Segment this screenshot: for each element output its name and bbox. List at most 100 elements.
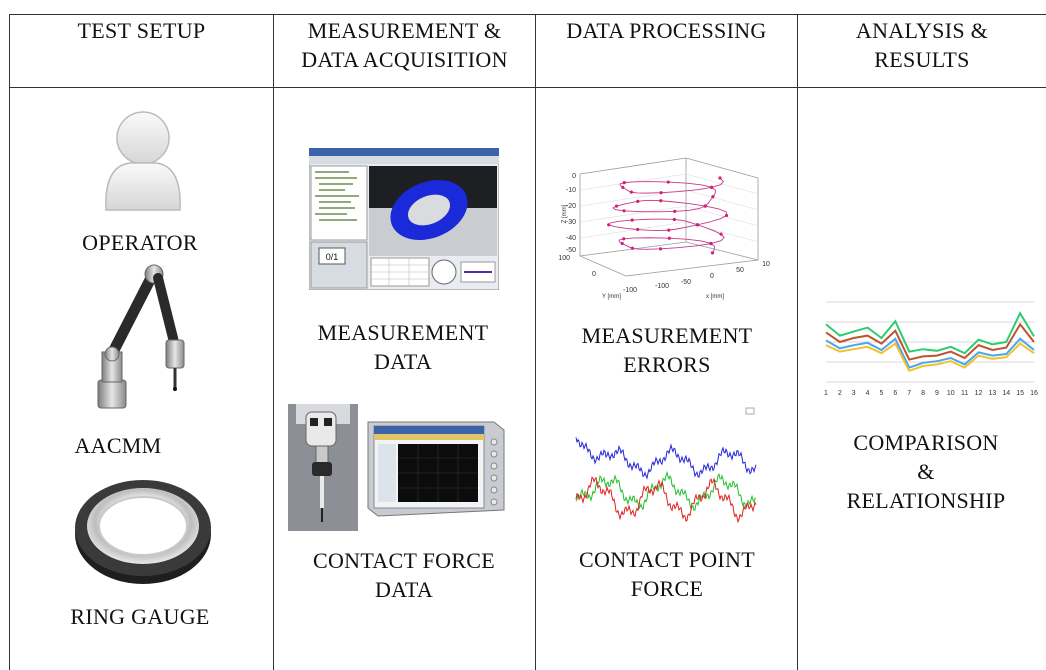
chart-x-tick: 5 [880,390,884,397]
helix-point [659,191,663,195]
x-tick-3: 50 [736,267,744,274]
header-divider [9,87,1046,88]
chart-series-line-1 [825,311,1035,355]
force-trace-red [575,476,757,524]
chart-series-line-3 [825,337,1035,369]
chart-x-tick: 7 [907,390,911,397]
helix-point [724,213,729,218]
operator-label: OPERATOR [40,228,240,257]
z-axis-label: Z [mm] [562,204,568,223]
header-analysis-results: ANALYSIS & RESULTS [798,16,1046,74]
z-tick-0: 0 [572,173,576,180]
helix-error-trace [607,176,729,255]
z-tick-2: -20 [566,203,576,210]
header-data-processing-text: DATA PROCESSING [566,18,767,43]
data-acquisition-device [367,421,505,517]
chart-x-tick: 1 [824,390,828,397]
ring-gauge-label: RING GAUGE [40,602,240,631]
comparison-relationship-label: COMPARISON & RELATIONSHIP [806,428,1046,515]
chart-x-tick: 3 [852,390,856,397]
helix-point [659,199,663,203]
x-axis-label: x [mm] [706,294,724,300]
chart-x-tick: 12 [975,390,983,397]
aacmm-label-text: AACMM [74,433,162,458]
helix-point [630,246,635,250]
helix-point [607,223,611,227]
helix-point [614,204,619,208]
z-tick-4: -40 [566,235,576,242]
chart-x-tick: 8 [921,390,925,397]
helix-point [636,227,640,232]
contact-force-time-plot [575,407,757,524]
z-tick-1: -10 [566,187,576,194]
chart-x-tick: 2 [838,390,842,397]
helix-point [709,241,713,246]
helix-point [636,199,640,203]
helix-point [667,236,671,240]
chart-x-tick: 4 [866,390,870,397]
helix-point [666,180,670,184]
chart-x-tick: 15 [1016,390,1024,397]
helix-point [622,209,626,213]
helix-point [621,185,625,189]
chart-x-tick: 9 [935,390,939,397]
helix-point [658,247,663,251]
measurement-data-label: MEASUREMENT DATA [288,318,518,376]
helix-point [718,176,722,180]
helix-point [672,217,676,222]
force-traces [575,437,757,524]
operator-icon [105,111,181,211]
contact-point-force-line2: FORCE [630,576,704,601]
comparison-line3: RELATIONSHIP [846,488,1006,513]
z-tick-3: -30 [566,219,576,226]
helix-point [703,204,708,208]
y-tick-1: 0 [592,271,596,278]
header-test-setup-text: TEST SETUP [77,18,206,43]
helix-point [673,209,677,213]
helix-point [695,223,699,227]
helix-line [607,177,728,254]
helix-point [622,181,626,185]
force-probe-photo [288,404,358,531]
contact-point-force-label: CONTACT POINT FORCE [548,545,786,603]
measurement-errors-line1: MEASUREMENT [581,323,753,348]
contact-force-line1: CONTACT FORCE [312,548,496,573]
helix-point [710,251,715,255]
header-col4-line1: ANALYSIS & [855,18,989,43]
chart-x-tick: 6 [893,390,897,397]
y-axis-label: Y [mm] [602,294,621,300]
comparison-line1: COMPARISON [853,430,999,455]
chart-x-tick: 13 [989,390,997,397]
header-data-processing: DATA PROCESSING [536,16,797,45]
measurement-errors-label: MEASUREMENT ERRORS [548,321,786,379]
chart-series [825,311,1035,373]
header-measurement-acquisition: MEASUREMENT & DATA ACQUISITION [274,16,535,74]
table-top-border [9,14,1046,15]
comparison-line2: & [917,459,935,484]
chart-x-tick: 14 [1002,390,1010,397]
column-divider-1 [273,14,274,670]
chart-x-tick: 11 [961,390,968,397]
helix-point [622,237,626,241]
z-tick-5: -50 [566,247,576,254]
helix-point [719,232,723,236]
measurement-data-line2: DATA [373,349,433,374]
contact-force-data-label: CONTACT FORCE DATA [276,546,532,604]
column-divider-2 [535,14,536,670]
ring-gauge-label-text: RING GAUGE [70,604,210,629]
contact-force-line2: DATA [374,577,434,602]
helix-point [709,185,714,189]
x-tick-1: -50 [681,279,691,286]
helix-point [630,218,634,222]
header-col4-line2: RESULTS [874,47,970,72]
contact-point-force-line1: CONTACT POINT [579,547,755,572]
helix-point [629,190,633,194]
chart-x-tick: 10 [947,390,955,397]
force-trace-green [575,470,757,512]
y-tick-2: -100 [623,287,637,294]
chart-gridlines [826,301,1034,383]
chart-series-line-2 [825,322,1035,361]
header-test-setup: TEST SETUP [10,16,273,45]
